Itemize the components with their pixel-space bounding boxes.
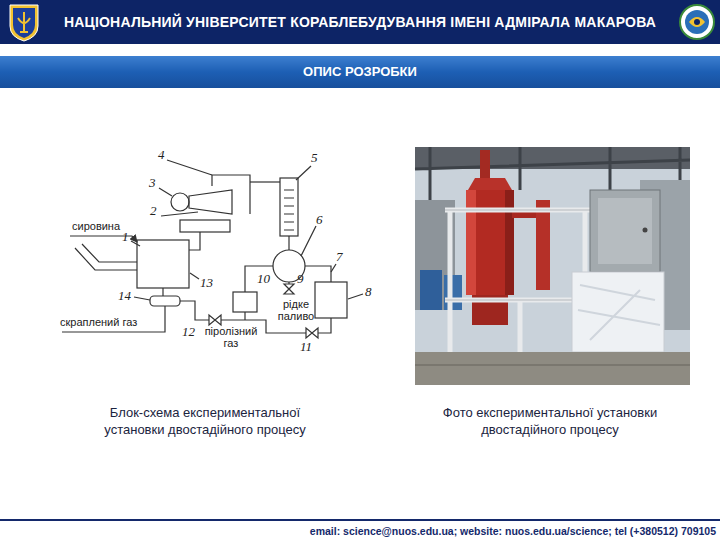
- section-title: ОПИС РОЗРОБКИ: [0, 57, 720, 87]
- science-emblem: [680, 5, 714, 39]
- contact-footer: email: science@nuos.edu.ua; website: nuo…: [310, 525, 716, 538]
- callout-number: 5: [311, 151, 318, 165]
- section-band: [0, 56, 720, 88]
- callout-number: 12: [182, 325, 195, 339]
- figure-caption: Фото експериментальної установки двостад…: [425, 404, 675, 438]
- callout-number: 3: [149, 176, 156, 190]
- header-fill: [0, 0, 720, 44]
- callout-number: 14: [118, 289, 131, 303]
- liquefied-gas-label: скраплений газ: [60, 316, 137, 328]
- callout-number: 4: [158, 148, 165, 162]
- figure-caption: Блок-схема експериментальної установки д…: [80, 404, 330, 438]
- callout-number: 10: [257, 272, 270, 286]
- callout-number: 7: [336, 250, 343, 264]
- callout-number: 13: [200, 276, 213, 290]
- footer-rule: [0, 519, 720, 521]
- installation-photo: [415, 147, 690, 385]
- callout-number: 6: [316, 213, 323, 227]
- feed-label: сировина: [72, 220, 120, 232]
- callout-number: 8: [365, 285, 372, 299]
- callout-number: 9: [297, 272, 304, 286]
- header-band: НАЦІОНАЛЬНИЙ УНІВЕРСИТЕТ КОРАБЛЕБУДУВАНН…: [0, 0, 720, 44]
- callout-number: 2: [150, 204, 157, 218]
- callout-number: 1: [122, 230, 129, 244]
- callout-number: 11: [300, 340, 312, 354]
- schematic: [62, 160, 363, 338]
- pyrolysis-gas-label: піролізний газ: [200, 325, 262, 349]
- liquid-fuel-label: рідке паливо: [272, 298, 320, 322]
- university-name: НАЦІОНАЛЬНИЙ УНІВЕРСИТЕТ КОРАБЛЕБУДУВАНН…: [64, 14, 656, 30]
- university-logo: [10, 5, 38, 41]
